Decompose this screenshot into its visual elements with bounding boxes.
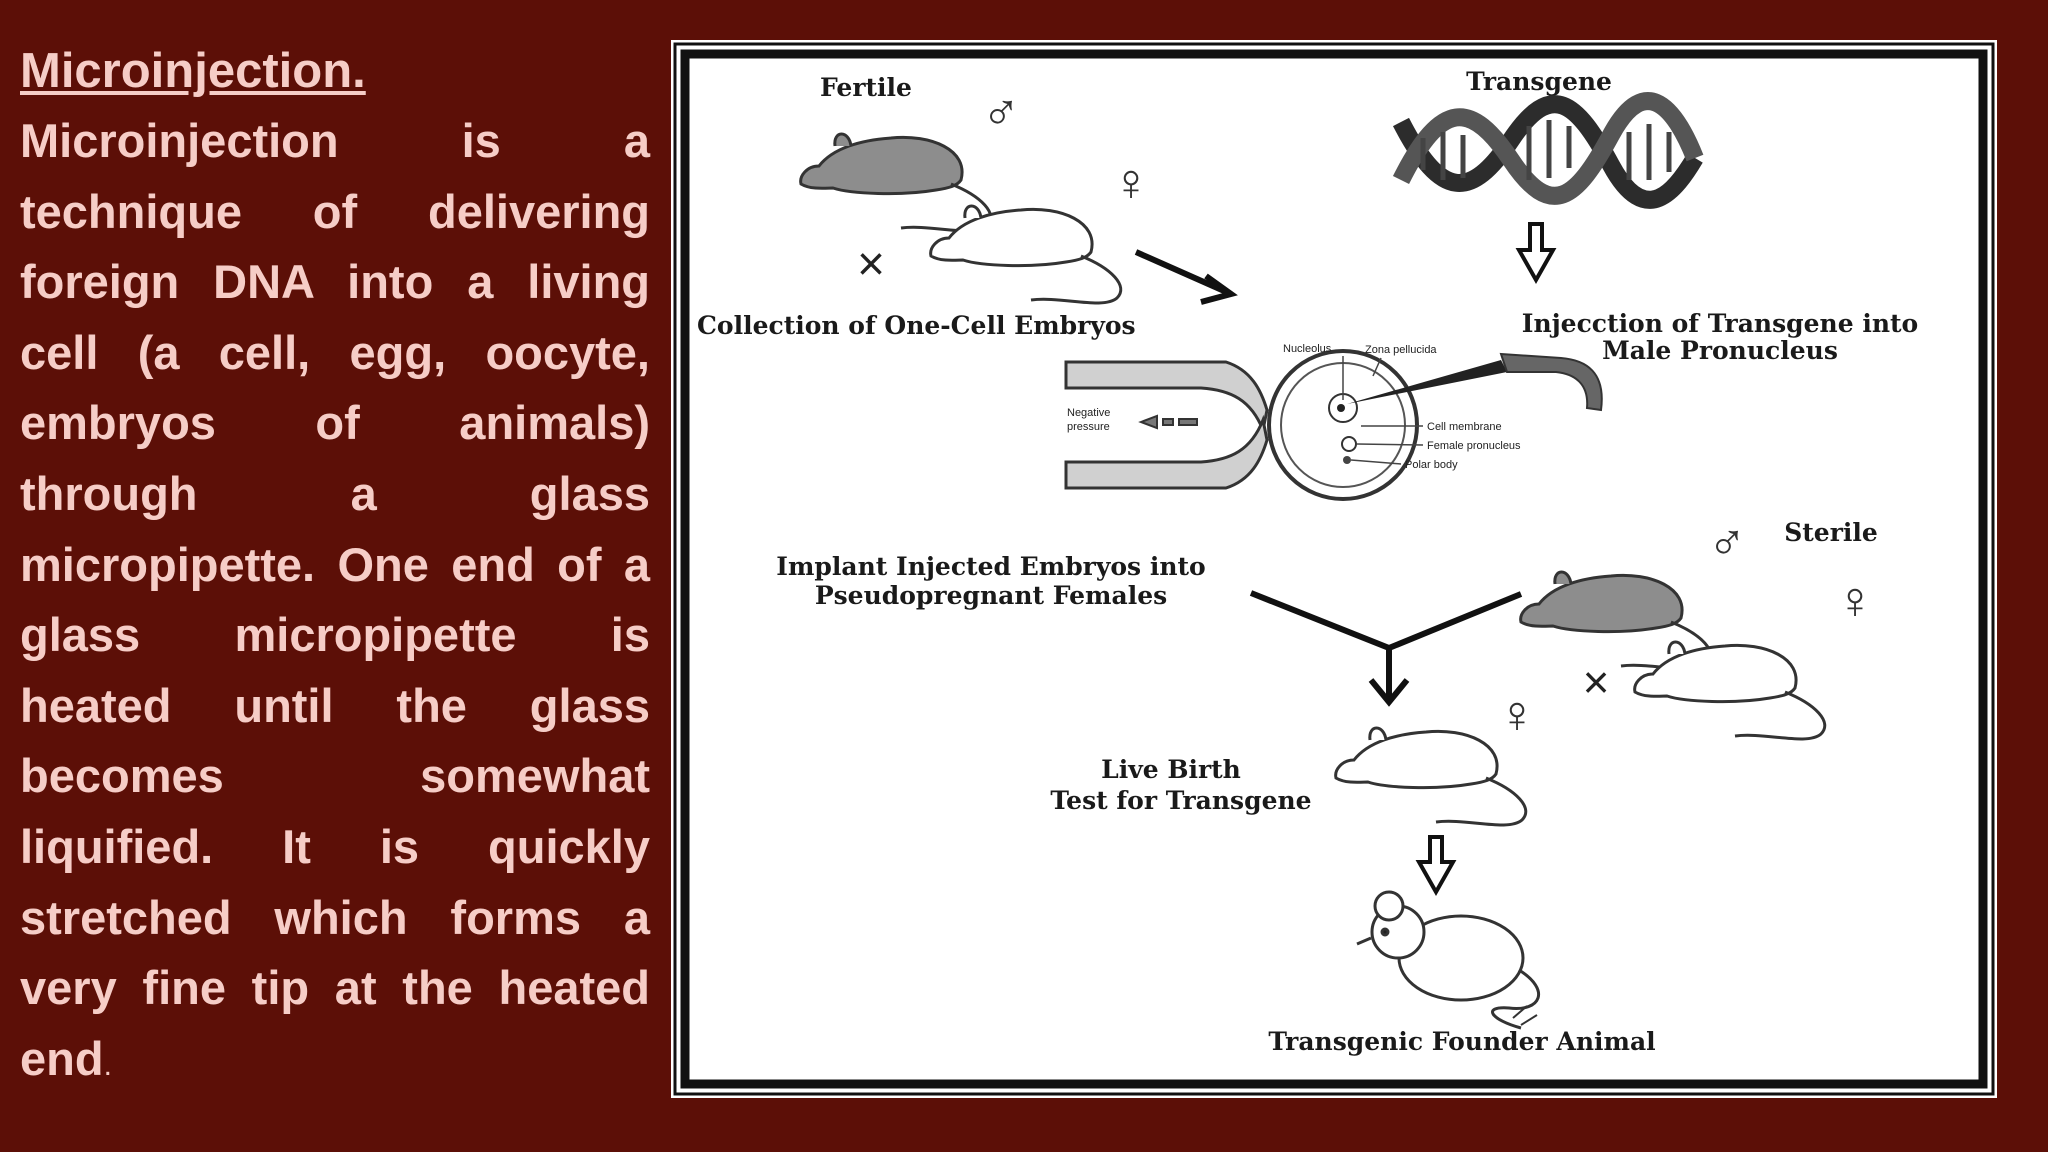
slide-heading: Microinjection. [20, 44, 366, 98]
label-fertile: Fertile [820, 73, 912, 102]
cross-symbol-icon: × [857, 238, 885, 291]
frame-inner [680, 49, 1988, 1089]
female-symbol-icon: ♀ [1112, 154, 1151, 212]
label-injection-line1: Injecction of Transgene into [1522, 309, 1918, 338]
label-injection-line2: Male Pronucleus [1602, 336, 1838, 365]
transgenic-figure: Fertile ♂ ♀ × Collection of One-Cell Emb… [671, 40, 1997, 1098]
label-transgene: Transgene [1466, 67, 1612, 96]
frame-outer [673, 42, 1995, 1096]
label-negative-pressure-1: Negative [1067, 407, 1110, 419]
label-live-birth: Live Birth [1101, 755, 1241, 784]
fertile-male-mouse [799, 132, 993, 233]
holding-pipette-icon [1064, 360, 1269, 490]
slide-paragraph: Microinjection is a technique of deliver… [20, 106, 650, 1101]
sterile-female-symbol-icon: ♀ [1836, 572, 1875, 630]
label-sterile: Sterile [1784, 518, 1878, 547]
text-panel: Microinjection. Microinjection is a tech… [20, 36, 650, 1101]
down-arrow-transgene-icon [1515, 222, 1557, 285]
label-cell-membrane: Cell membrane [1427, 421, 1502, 433]
label-polar-body: Polar body [1405, 459, 1458, 471]
male-symbol-icon: ♂ [982, 84, 1021, 142]
fertile-female-mouse [929, 204, 1123, 305]
transgenic-diagram: Fertile ♂ ♀ × Collection of One-Cell Emb… [673, 42, 1995, 1096]
arrow-to-embryo-icon [1134, 249, 1238, 305]
paragraph-period: . [103, 1048, 112, 1082]
label-implant-line1: Implant Injected Embryos into [776, 552, 1205, 581]
label-negative-pressure-2: pressure [1067, 421, 1110, 433]
founder-mouse [1356, 890, 1541, 1030]
label-zona-pellucida: Zona pellucida [1365, 344, 1437, 356]
label-founder: Transgenic Founder Animal [1268, 1027, 1655, 1056]
label-implant-line2: Pseudopregnant Females [815, 581, 1167, 610]
paragraph-text: Microinjection is a technique of deliver… [20, 114, 650, 1085]
live-birth-female-symbol-icon: ♀ [1498, 686, 1537, 744]
merge-arrow-icon [1249, 590, 1523, 707]
down-arrow-founder-icon [1415, 835, 1457, 897]
sterile-cross-symbol-icon: × [1583, 656, 1610, 708]
pressure-arrow-icon [1138, 414, 1198, 430]
embryo-leader-lines [1342, 356, 1424, 465]
label-female-pronucleus: Female pronucleus [1427, 440, 1521, 452]
sterile-male-symbol-icon: ♂ [1708, 514, 1747, 572]
dna-helix-icon [1392, 92, 1704, 209]
label-nucleolus: Nucleolus [1283, 343, 1332, 355]
label-collection: Collection of One-Cell Embryos [697, 311, 1136, 340]
label-test-transgene: Test for Transgene [1050, 786, 1311, 815]
injection-needle-icon [1347, 352, 1603, 412]
sterile-female-mouse [1633, 640, 1827, 741]
